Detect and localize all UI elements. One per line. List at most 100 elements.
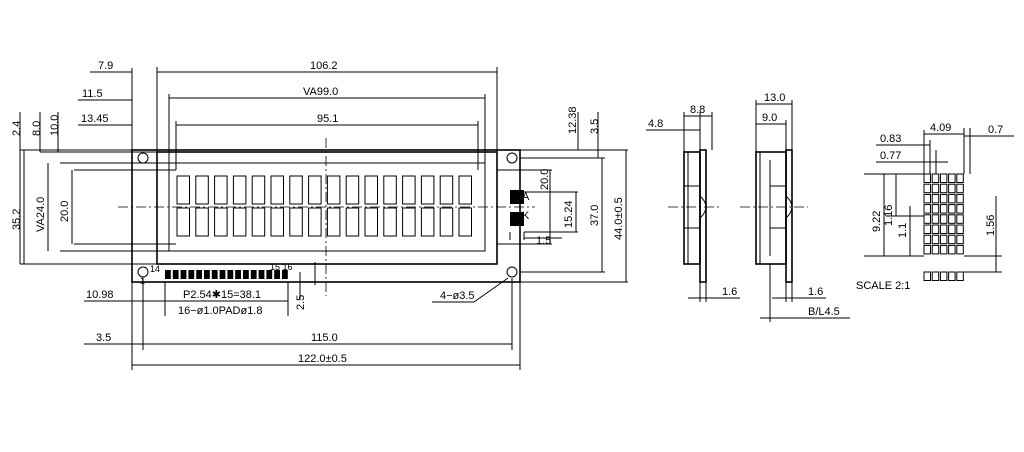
cursor-dot — [923, 271, 931, 281]
header-pin — [196, 270, 202, 279]
character-cell — [439, 207, 454, 237]
pixel-dot — [931, 224, 940, 234]
dot-dim-0-77: 0.77 — [880, 150, 901, 162]
dim-3-5-bottom: 3.5 — [96, 332, 111, 344]
header-pin — [172, 270, 179, 279]
pixel-dot — [948, 183, 956, 194]
side1-dim-4-8: 4.8 — [648, 118, 663, 130]
character-cell — [232, 207, 247, 237]
dim-2-4: 2.4 — [11, 121, 23, 136]
pixel-dot — [923, 244, 931, 255]
header-pin — [188, 270, 195, 279]
character-cell — [251, 175, 266, 205]
character-cell — [383, 175, 397, 205]
dim-holes: 4−ø3.5 — [440, 290, 475, 302]
side2-dim-13: 13.0 — [764, 92, 785, 104]
header-pin — [282, 270, 288, 279]
pixel-dot — [948, 193, 956, 204]
character-cell — [308, 175, 322, 205]
pixel-dot — [948, 234, 956, 245]
left-dimensions: 2.4 8.0 10.0 35.2 VA24.0 20.0 — [11, 112, 176, 265]
header-pin — [274, 270, 280, 279]
pixel-dot — [956, 193, 964, 204]
dim-13-45: 13.45 — [81, 113, 109, 125]
character-cell — [420, 207, 435, 237]
side2-dim-1-6: 1.6 — [808, 286, 823, 298]
header-pin — [243, 270, 249, 279]
character-cell — [270, 175, 284, 205]
character-cell — [383, 207, 397, 237]
pixel-dot — [956, 214, 964, 224]
dim-106-2: 106.2 — [310, 60, 338, 72]
dim-10-98: 10.98 — [86, 289, 114, 301]
pixel-dot — [939, 214, 948, 224]
pixel-dot — [956, 173, 964, 183]
header-pin — [211, 270, 218, 279]
pixel-dot — [948, 214, 956, 224]
pixel-dot — [923, 173, 931, 183]
pixel-dot — [931, 193, 940, 204]
pixel-dot — [939, 244, 948, 255]
pixel-dot — [931, 173, 940, 183]
character-cell — [402, 207, 416, 237]
pixel-dot — [931, 183, 940, 194]
pixel-dot — [948, 244, 956, 255]
pixel-dot — [956, 204, 964, 214]
dim-pitch: P2.54✱15=38.1 — [183, 289, 261, 301]
dim-8-0: 8.0 — [31, 121, 43, 136]
dot-dim-4-09: 4.09 — [930, 122, 951, 134]
dim-11-5: 11.5 — [82, 88, 103, 100]
led-cathode-label: K — [522, 210, 530, 222]
character-cell — [270, 207, 284, 237]
dim-1-5: 1.5 — [536, 235, 551, 247]
character-cell — [289, 175, 303, 205]
dot-matrix-grid — [923, 173, 964, 281]
cursor-dot — [939, 271, 948, 281]
pixel-dot — [923, 234, 931, 245]
pixel-dot — [948, 224, 956, 234]
led-anode-label: A — [522, 191, 530, 203]
led-cathode-pad — [510, 212, 524, 226]
dot-dim-0-83: 0.83 — [880, 133, 901, 145]
header-pin — [266, 270, 273, 279]
top-dimensions: 7.9 11.5 13.45 106.2 VA99.0 95.1 — [78, 60, 498, 170]
mounting-hole-br — [506, 266, 518, 278]
pixel-dot — [923, 214, 931, 224]
pixel-dot — [956, 183, 964, 194]
character-cell — [458, 175, 472, 205]
character-cell-grid — [176, 175, 472, 237]
character-cell — [326, 207, 341, 237]
dim-20-0-left: 20.0 — [59, 201, 71, 222]
pixel-dot — [923, 193, 931, 204]
pixel-dot — [948, 204, 956, 214]
dim-20-0-right: 20.0 — [539, 169, 551, 190]
dim-115: 115.0 — [311, 332, 338, 344]
character-cell — [364, 207, 378, 237]
character-cell — [420, 175, 435, 205]
bezel-outline — [156, 151, 498, 265]
dim-7-9: 7.9 — [98, 60, 113, 72]
dim-35-2: 35.2 — [11, 209, 23, 230]
mounting-hole-tl — [137, 152, 149, 164]
header-pin — [250, 270, 257, 279]
front-view: A K — [118, 138, 535, 296]
character-cell — [326, 175, 341, 205]
dot-detail: 9.22 1.16 1.1 1.56 0.83 0.77 4.09 0.7 SC… — [856, 122, 1014, 292]
character-cell — [439, 175, 454, 205]
pixel-dot — [931, 214, 940, 224]
side-view-1: 4.8 8.8 1.6 — [646, 104, 740, 302]
dim-pad: 16−ø1.0PADø1.8 — [178, 305, 262, 317]
character-cell — [289, 207, 303, 237]
character-cell — [214, 175, 228, 205]
dim-2-5: 2.5 — [295, 295, 307, 310]
header-pin — [165, 270, 171, 279]
bottom-dimensions: 14 1 15 16 10.98 P2.54✱15=38.1 16−ø1.0PA… — [84, 262, 521, 370]
header-pin — [235, 270, 241, 279]
dot-dim-1-56: 1.56 — [985, 215, 997, 236]
dot-scale-label: SCALE 2:1 — [856, 280, 910, 292]
side-view-2: 13.0 9.0 1.6 B/L4.5 — [740, 92, 850, 322]
dim-10-0: 10.0 — [49, 115, 61, 136]
led-anode-pad — [510, 190, 524, 204]
character-cell — [345, 207, 360, 237]
